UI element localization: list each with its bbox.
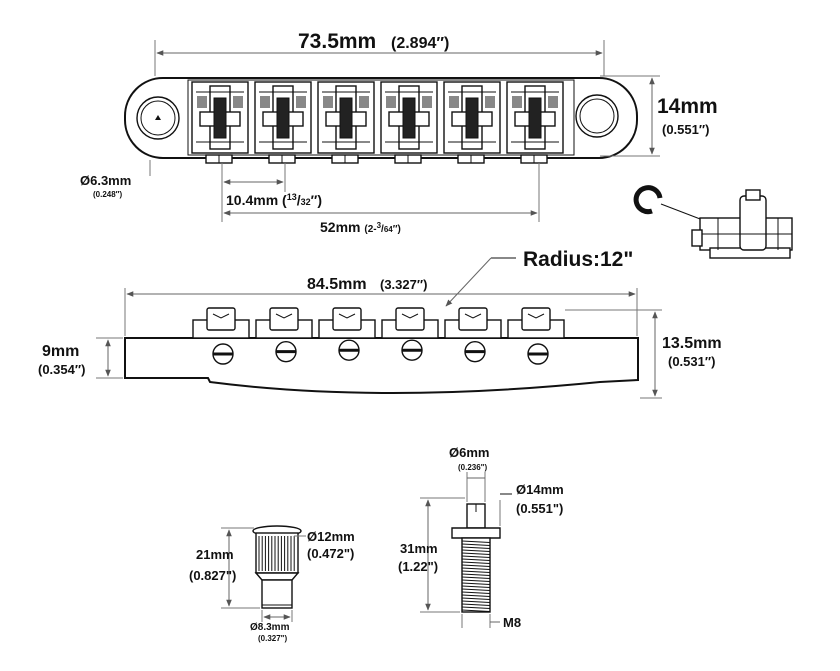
length-mm-label: 84.5mm xyxy=(307,276,367,293)
saddle-row-side xyxy=(192,307,565,339)
dim-hole-diameter: Ø6.3mm (0.248″) xyxy=(80,160,151,199)
stud-head-in-label: (0.551") xyxy=(516,501,563,516)
right-height-mm-label: 13.5mm xyxy=(662,335,722,352)
width-mm-label: 73.5mm xyxy=(298,30,376,53)
bushing-outer-mm-label: Ø12mm xyxy=(307,529,355,544)
saddle-detail xyxy=(691,189,793,259)
dim-bushing-outer: Ø12mm (0.472") xyxy=(294,529,355,561)
spacing-mm-label: 10.4mm xyxy=(226,192,278,208)
dim-stud-shaft: Ø6mm (0.236") xyxy=(449,445,489,502)
dim-string-spacing: 10.4mm (13/32″) xyxy=(221,163,322,222)
dim-width-top: 73.5mm (2.894″) xyxy=(154,30,605,76)
bushing-outer-in-label: (0.472") xyxy=(307,546,354,561)
bushing-height-in-label: (0.827") xyxy=(189,568,236,583)
svg-text:52mm (2-3/64″): 52mm (2-3/64″) xyxy=(320,219,401,235)
stud-shaft-mm-label: Ø6mm xyxy=(449,445,489,460)
width-in-label: (2.894″) xyxy=(391,35,449,52)
span-mm-label: 52mm xyxy=(320,219,360,235)
height-mm-label: 14mm xyxy=(657,95,718,118)
right-height-in-label: (0.531″) xyxy=(668,354,715,369)
hole-mm-label: Ø6.3mm xyxy=(80,173,131,188)
height-in-label: (0.551″) xyxy=(662,122,709,137)
left-height-in-label: (0.354″) xyxy=(38,362,85,377)
dim-stud-thread: M8 xyxy=(461,614,521,630)
length-in-label: (3.327″) xyxy=(380,277,427,292)
e-clip-icon xyxy=(633,185,663,215)
dim-side-length: 84.5mm (3.327″) xyxy=(124,276,638,336)
dim-bushing-height: 21mm (0.827") xyxy=(189,527,260,609)
stud-length-in-label: (1.22") xyxy=(398,559,438,574)
dim-stud-length: 31mm (1.22") xyxy=(398,497,465,613)
stud-head-mm-label: Ø14mm xyxy=(516,482,564,497)
stud-length-mm-label: 31mm xyxy=(400,541,438,556)
stud-thread-label: M8 xyxy=(503,615,521,630)
svg-text:10.4mm (13/32″): 10.4mm (13/32″) xyxy=(226,192,322,208)
stud-bolt-part xyxy=(451,503,501,613)
bushing-inner-mm-label: Ø8.3mm xyxy=(250,622,290,633)
radius-callout: Radius:12" xyxy=(445,248,633,307)
saddle-row-top xyxy=(191,81,564,154)
side-view-bridge xyxy=(124,307,639,394)
bushing-inner-in-label: (0.327") xyxy=(258,634,287,643)
left-height-mm-label: 9mm xyxy=(42,343,79,360)
stud-shaft-in-label: (0.236") xyxy=(458,463,487,472)
radius-label: Radius:12" xyxy=(523,248,633,271)
bushing-part xyxy=(252,525,302,609)
dim-stud-head: Ø14mm (0.551") xyxy=(499,482,564,526)
hole-in-label: (0.248″) xyxy=(93,190,123,199)
top-view-bridge xyxy=(124,77,638,164)
dim-total-span: 52mm (2-3/64″) xyxy=(223,163,540,235)
dim-left-height: 9mm (0.354″) xyxy=(38,337,123,379)
dim-right-height: 13.5mm (0.531″) xyxy=(565,309,722,399)
intonation-screw-heads xyxy=(212,339,549,365)
dim-height-top: 14mm (0.551″) xyxy=(600,75,718,157)
dim-bushing-inner: Ø8.3mm (0.327") xyxy=(250,610,293,643)
right-mount-hole xyxy=(575,94,619,138)
intonation-screws xyxy=(205,154,548,164)
bushing-height-mm-label: 21mm xyxy=(196,547,234,562)
